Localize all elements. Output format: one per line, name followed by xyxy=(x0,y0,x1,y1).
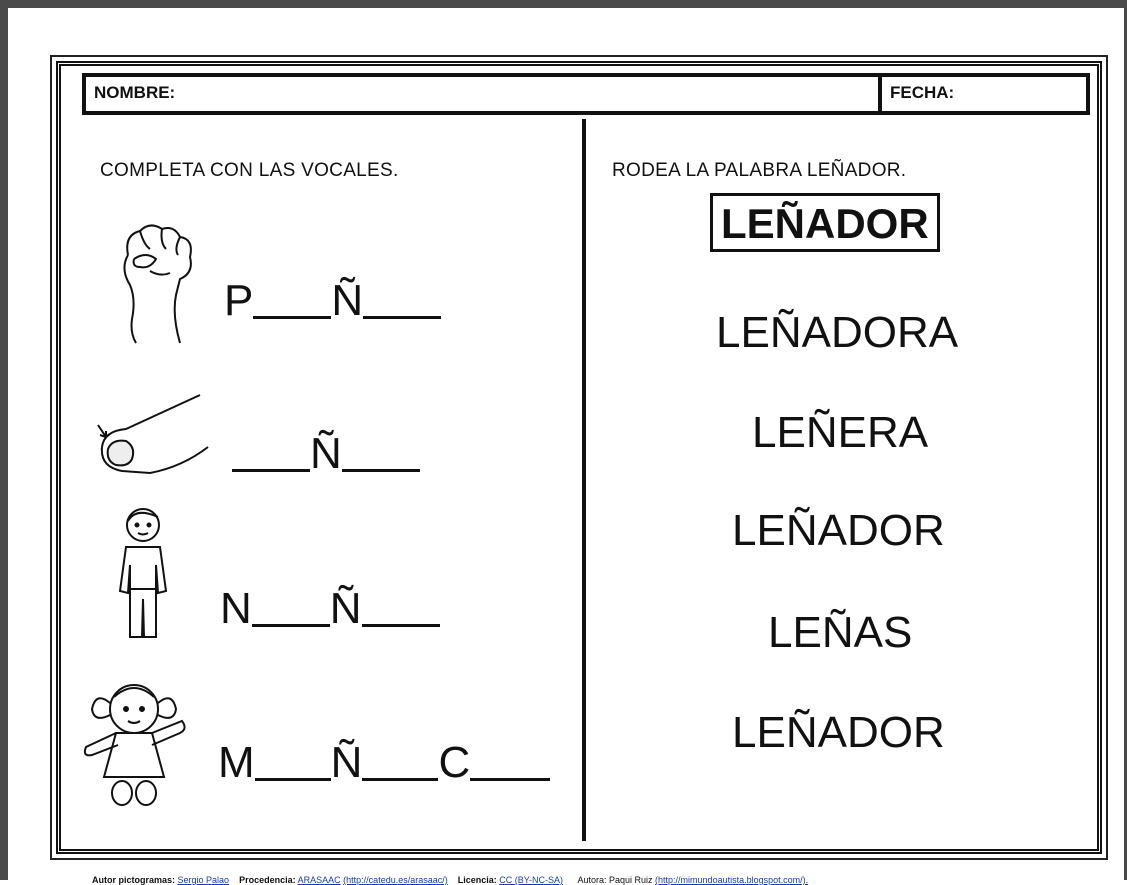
letter-enye: Ñ xyxy=(330,738,363,787)
doll-picture xyxy=(83,684,186,806)
word-choice-circled[interactable]: LEÑADOR xyxy=(710,193,940,252)
vowel-blank[interactable] xyxy=(253,316,332,319)
left-instruction: COMPLETA CON LAS VOCALES. xyxy=(100,160,399,181)
fecha-label: FECHA: xyxy=(890,83,955,102)
word-row-2: Ñ xyxy=(232,432,420,476)
header-bar: NOMBRE: FECHA: xyxy=(82,73,1090,115)
vowel-blank[interactable] xyxy=(251,624,330,627)
letter-n: N xyxy=(220,584,252,633)
author-label: Autor pictogramas: xyxy=(92,875,176,885)
letter-enye: Ñ xyxy=(331,276,364,325)
word-row-1: P Ñ xyxy=(224,276,442,325)
credits-line: Autor pictogramas: Sergio Palao Proceden… xyxy=(92,875,808,885)
vowel-blank[interactable] xyxy=(232,469,310,472)
word-choice[interactable]: LEÑADOR xyxy=(732,506,945,555)
worksheet-border xyxy=(56,61,1102,854)
letter-m: M xyxy=(218,738,255,787)
fingernail-picture xyxy=(97,394,209,475)
vowel-blank[interactable] xyxy=(361,624,440,627)
authoress-label: Autora: Paqui Ruiz xyxy=(577,875,653,885)
letter-enye: Ñ xyxy=(310,429,342,478)
license-link[interactable]: CC (BY-NC-SA) xyxy=(499,875,563,885)
word-choice[interactable]: LEÑERA xyxy=(752,408,929,457)
letter-p: P xyxy=(224,276,254,325)
source-url-link[interactable]: (http://catedu.es/arasaac/) xyxy=(343,875,448,885)
nombre-label: NOMBRE: xyxy=(94,83,176,102)
boy-picture xyxy=(118,508,168,638)
word-row-4: M Ñ C xyxy=(218,738,551,787)
letter-enye: Ñ xyxy=(329,584,362,633)
vowel-blank[interactable] xyxy=(470,778,551,781)
word-choice[interactable]: LEÑADOR xyxy=(732,708,945,757)
header-divider xyxy=(878,75,882,115)
column-divider xyxy=(582,119,586,841)
vowel-blank[interactable] xyxy=(362,778,439,781)
letter-c: C xyxy=(438,738,471,787)
authoress-url-link[interactable]: (http://mimundoautista.blogspot.com/). xyxy=(655,875,809,885)
license-label: Licencia: xyxy=(457,875,497,885)
vowel-blank[interactable] xyxy=(254,778,331,781)
vowel-blank[interactable] xyxy=(363,316,442,319)
word-row-3: N Ñ xyxy=(220,587,440,631)
vowel-blank[interactable] xyxy=(341,469,420,472)
source-label: Procedencia: xyxy=(239,875,296,885)
right-instruction: RODEA LA PALABRA LEÑADOR. xyxy=(612,160,907,181)
worksheet: NOMBRE: FECHA: COMPLETA CON LAS VOCALES.… xyxy=(50,55,1108,885)
fist-picture xyxy=(123,224,192,344)
author-link[interactable]: Sergio Palao xyxy=(177,875,230,885)
source-link[interactable]: ARASAAC xyxy=(297,875,341,885)
word-choice[interactable]: LEÑAS xyxy=(768,608,913,657)
word-choice[interactable]: LEÑADORA xyxy=(716,308,959,357)
